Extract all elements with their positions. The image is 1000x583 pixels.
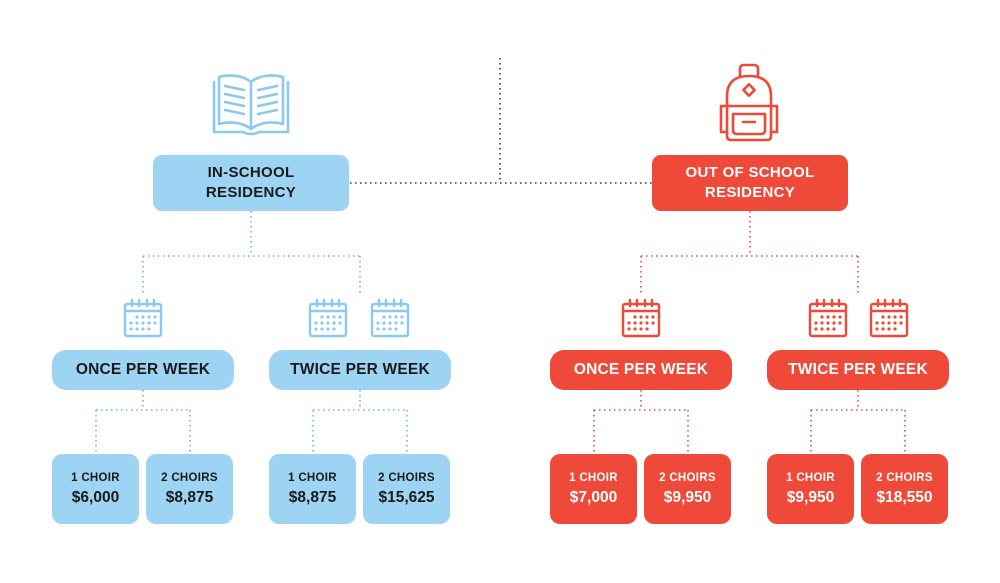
in-school-once-2-choirs-price-box: 2 CHOIRS $8,875 <box>146 454 233 524</box>
choir-count-label: 2 CHOIRS <box>876 471 933 484</box>
out-school-twice-per-week-box: TWICE PER WEEK <box>767 350 949 390</box>
out-school-once-per-week-box: ONCE PER WEEK <box>550 350 732 390</box>
calendar-icon <box>370 298 410 338</box>
price-value: $15,625 <box>378 488 435 506</box>
choir-count-label: 1 CHOIR <box>71 471 120 484</box>
backpack-icon <box>719 63 779 142</box>
frequency-label: TWICE PER WEEK <box>788 361 928 378</box>
choir-count-label: 2 CHOIRS <box>378 471 435 484</box>
in-school-once-1-choir-price-box: 1 CHOIR $6,000 <box>52 454 139 524</box>
calendar-icon <box>808 298 848 338</box>
price-value: $6,000 <box>71 488 120 506</box>
price-value: $7,000 <box>569 488 618 506</box>
calendar-icon <box>869 298 909 338</box>
calendar-icon <box>123 298 163 338</box>
choir-count-label: 1 CHOIR <box>288 471 337 484</box>
price-value: $8,875 <box>165 488 214 506</box>
out-school-once-1-choir-price-box: 1 CHOIR $7,000 <box>550 454 637 524</box>
out-school-twice-1-choir-price-box: 1 CHOIR $9,950 <box>767 454 854 524</box>
in-school-twice-1-choir-price-box: 1 CHOIR $8,875 <box>269 454 356 524</box>
out-school-title-line1: OUT OF SCHOOL <box>685 164 815 181</box>
out-school-once-2-choirs-price-box: 2 CHOIRS $9,950 <box>644 454 731 524</box>
out-school-title-line2: RESIDENCY <box>704 184 796 201</box>
frequency-label: TWICE PER WEEK <box>290 361 430 378</box>
price-value: $9,950 <box>663 488 712 506</box>
open-book-icon <box>212 74 290 136</box>
choir-count-label: 1 CHOIR <box>786 471 835 484</box>
calendar-icon <box>621 298 661 338</box>
price-value: $8,875 <box>288 488 337 506</box>
center-connectors <box>350 58 652 184</box>
in-school-twice-per-week-box: TWICE PER WEEK <box>269 350 451 390</box>
in-school-title-line1: IN-SCHOOL <box>207 164 295 181</box>
in-school-twice-2-choirs-price-box: 2 CHOIRS $15,625 <box>363 454 450 524</box>
frequency-label: ONCE PER WEEK <box>75 361 211 378</box>
choir-count-label: 2 CHOIRS <box>161 471 218 484</box>
price-value: $18,550 <box>876 488 933 506</box>
choir-count-label: 2 CHOIRS <box>659 471 716 484</box>
out-school-connectors <box>593 211 906 452</box>
in-school-connectors <box>95 211 408 452</box>
in-school-residency-box: IN-SCHOOL RESIDENCY <box>153 155 349 211</box>
out-of-school-residency-box: OUT OF SCHOOL RESIDENCY <box>652 155 848 211</box>
calendar-icon <box>308 298 348 338</box>
in-school-title-line2: RESIDENCY <box>205 184 297 201</box>
in-school-once-per-week-box: ONCE PER WEEK <box>52 350 234 390</box>
price-value: $9,950 <box>786 488 835 506</box>
choir-count-label: 1 CHOIR <box>569 471 618 484</box>
frequency-label: ONCE PER WEEK <box>573 361 709 378</box>
out-school-twice-2-choirs-price-box: 2 CHOIRS $18,550 <box>861 454 948 524</box>
